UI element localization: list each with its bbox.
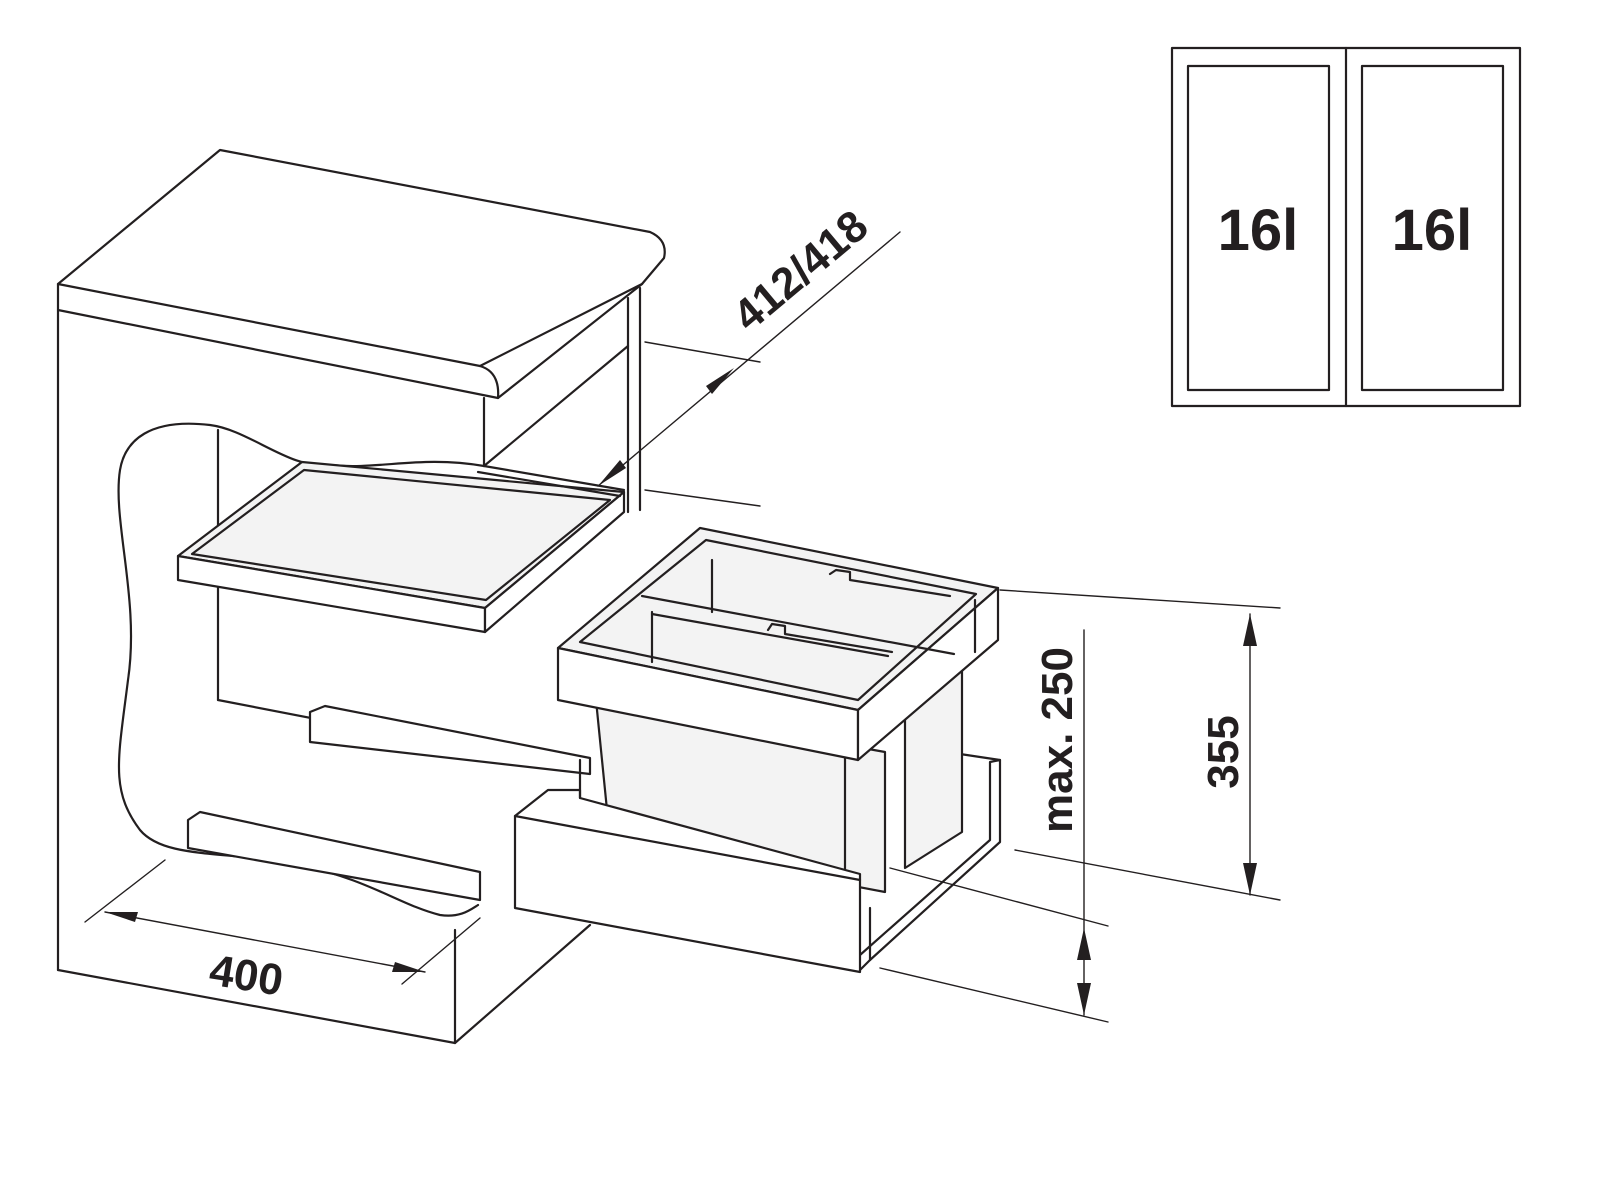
- runners: [186, 704, 592, 902]
- compartment-right: [1360, 64, 1505, 392]
- width-dimension-label: 400: [206, 946, 286, 1006]
- front-panel: [513, 758, 862, 974]
- compartment-left: [1186, 64, 1331, 392]
- pullout-frame: [858, 752, 1002, 972]
- dimension-lines: [84, 231, 1281, 1023]
- countertop-top: [56, 148, 666, 400]
- cutaway-outline: [117, 422, 480, 917]
- sliding-shelf: [176, 460, 626, 634]
- max-bin-height-label: max. 250: [1033, 647, 1082, 833]
- compartment-diagram: 16l 16l: [1170, 46, 1522, 408]
- compartment-left-volume: 16l: [1218, 198, 1299, 263]
- height-dimension-label: 355: [1199, 715, 1248, 788]
- compartment-right-volume: 16l: [1392, 198, 1473, 263]
